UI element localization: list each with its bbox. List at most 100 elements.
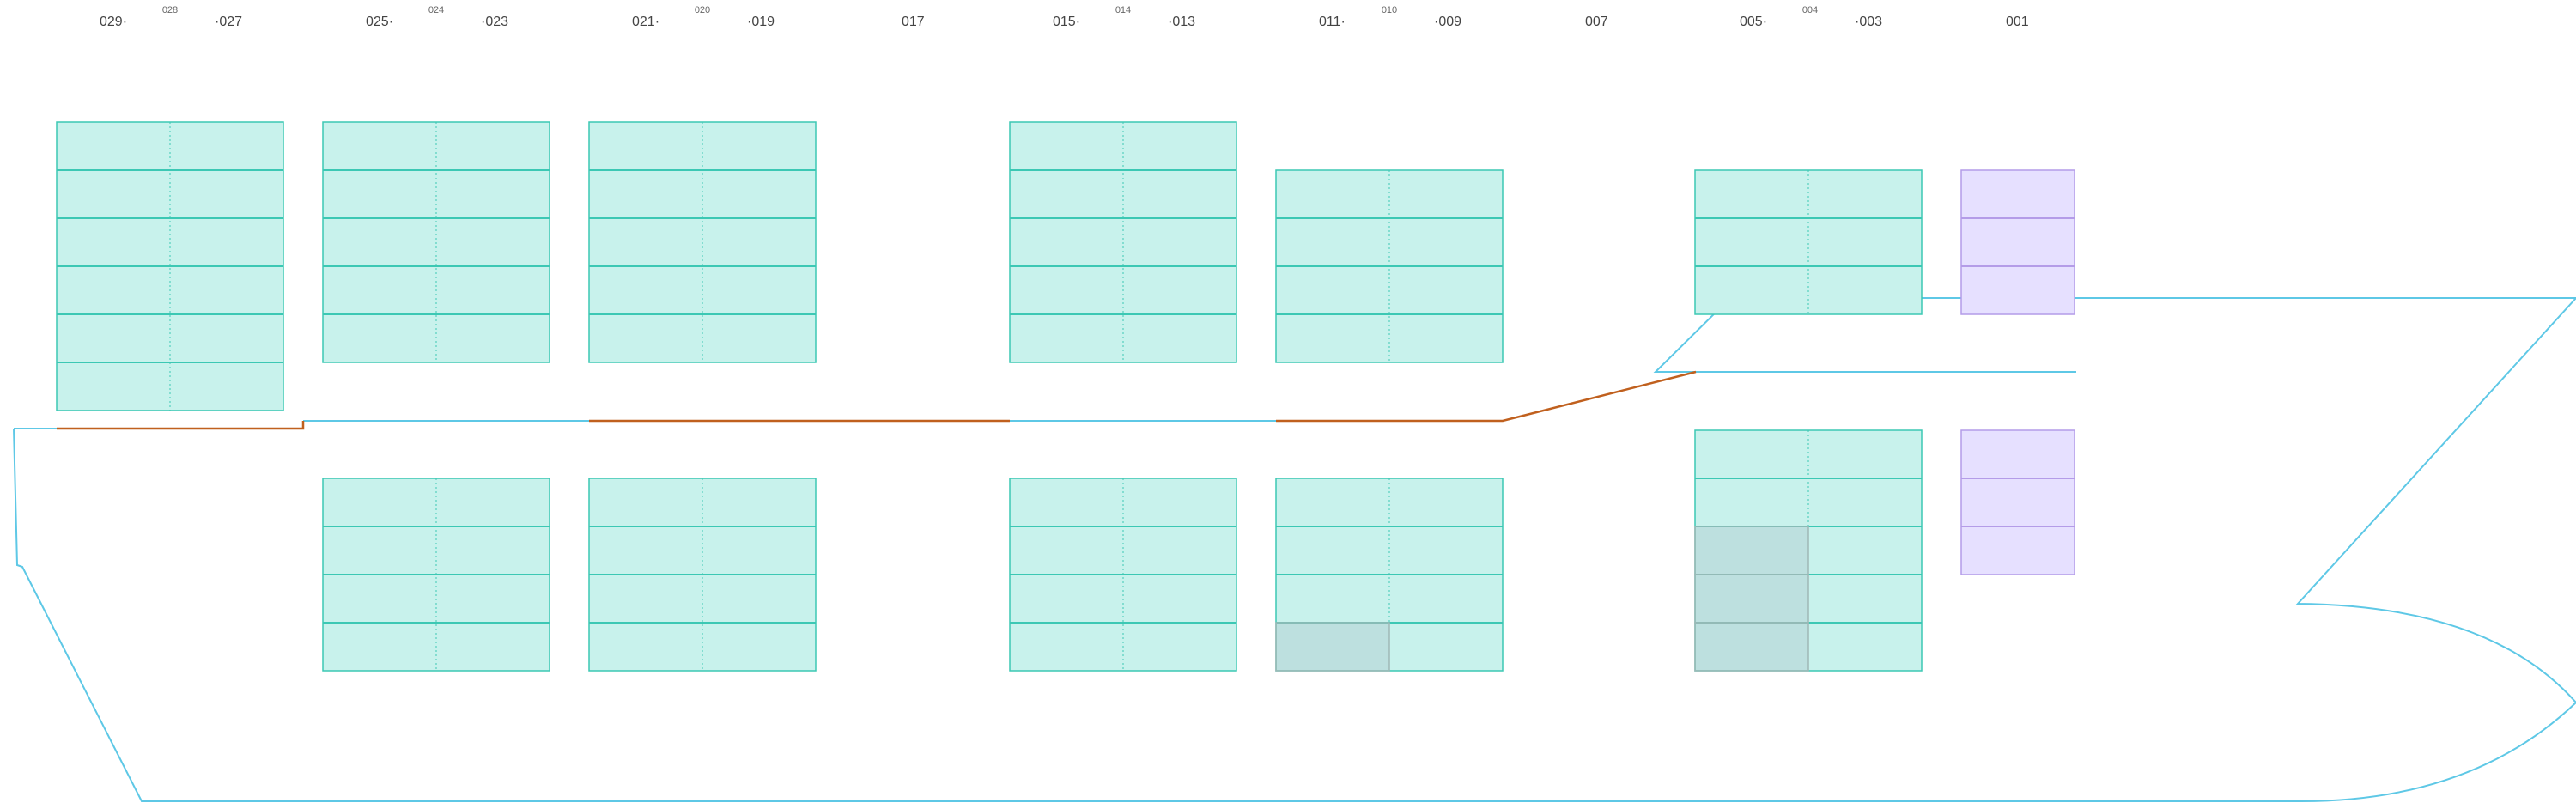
container-slot[interactable] xyxy=(702,478,816,526)
container-slot[interactable] xyxy=(589,266,702,314)
container-slot[interactable] xyxy=(1123,314,1236,362)
container-slot[interactable] xyxy=(1276,218,1389,266)
container-slot[interactable] xyxy=(1123,526,1236,575)
container-slot[interactable] xyxy=(1695,478,1808,526)
container-slot[interactable] xyxy=(57,170,170,218)
container-slot[interactable] xyxy=(1389,575,1503,623)
container-slot[interactable] xyxy=(436,122,550,170)
container-slot[interactable] xyxy=(702,314,816,362)
occupied-slot[interactable] xyxy=(1695,526,1808,575)
container-slot[interactable] xyxy=(1961,266,2075,314)
container-slot[interactable] xyxy=(1010,575,1123,623)
container-slot[interactable] xyxy=(702,623,816,671)
container-slot[interactable] xyxy=(589,170,702,218)
container-slot[interactable] xyxy=(1123,218,1236,266)
container-slot[interactable] xyxy=(436,575,550,623)
container-slot[interactable] xyxy=(1695,266,1808,314)
container-slot[interactable] xyxy=(323,526,436,575)
container-slot[interactable] xyxy=(1808,478,1922,526)
container-slot[interactable] xyxy=(1010,170,1123,218)
container-slot[interactable] xyxy=(170,170,283,218)
container-slot[interactable] xyxy=(436,218,550,266)
container-slot[interactable] xyxy=(436,170,550,218)
container-slot[interactable] xyxy=(57,362,170,411)
container-slot[interactable] xyxy=(1010,122,1123,170)
container-slot[interactable] xyxy=(1695,218,1808,266)
container-slot[interactable] xyxy=(1695,170,1808,218)
container-slot[interactable] xyxy=(1808,430,1922,478)
container-slot[interactable] xyxy=(1010,218,1123,266)
container-slot[interactable] xyxy=(1808,526,1922,575)
container-slot[interactable] xyxy=(57,314,170,362)
container-slot[interactable] xyxy=(1695,430,1808,478)
container-slot[interactable] xyxy=(1123,478,1236,526)
container-slot[interactable] xyxy=(1123,623,1236,671)
container-slot[interactable] xyxy=(323,623,436,671)
container-slot[interactable] xyxy=(323,218,436,266)
container-slot[interactable] xyxy=(323,122,436,170)
container-slot[interactable] xyxy=(1389,478,1503,526)
container-slot[interactable] xyxy=(323,478,436,526)
container-slot[interactable] xyxy=(170,314,283,362)
container-slot[interactable] xyxy=(1808,170,1922,218)
container-slot[interactable] xyxy=(323,314,436,362)
container-slot[interactable] xyxy=(323,575,436,623)
container-slot[interactable] xyxy=(1123,122,1236,170)
container-slot[interactable] xyxy=(1010,478,1123,526)
container-slot[interactable] xyxy=(589,314,702,362)
container-slot[interactable] xyxy=(1123,170,1236,218)
container-slot[interactable] xyxy=(1389,623,1503,671)
container-slot[interactable] xyxy=(1010,623,1123,671)
container-slot[interactable] xyxy=(170,122,283,170)
container-slot[interactable] xyxy=(436,623,550,671)
container-slot[interactable] xyxy=(1389,526,1503,575)
occupied-slot[interactable] xyxy=(1276,623,1389,671)
container-slot[interactable] xyxy=(1808,623,1922,671)
container-slot[interactable] xyxy=(1010,314,1123,362)
container-slot[interactable] xyxy=(436,266,550,314)
container-slot[interactable] xyxy=(1123,266,1236,314)
container-slot[interactable] xyxy=(57,266,170,314)
container-slot[interactable] xyxy=(1961,478,2075,526)
container-slot[interactable] xyxy=(1961,526,2075,575)
container-slot[interactable] xyxy=(1808,218,1922,266)
container-slot[interactable] xyxy=(589,122,702,170)
container-slot[interactable] xyxy=(323,266,436,314)
container-slot[interactable] xyxy=(1276,526,1389,575)
container-slot[interactable] xyxy=(1808,266,1922,314)
container-slot[interactable] xyxy=(1389,218,1503,266)
container-slot[interactable] xyxy=(436,314,550,362)
container-slot[interactable] xyxy=(436,478,550,526)
container-slot[interactable] xyxy=(170,218,283,266)
container-slot[interactable] xyxy=(1389,170,1503,218)
container-slot[interactable] xyxy=(1389,266,1503,314)
container-slot[interactable] xyxy=(702,122,816,170)
occupied-slot[interactable] xyxy=(1695,575,1808,623)
occupied-slot[interactable] xyxy=(1695,623,1808,671)
container-slot[interactable] xyxy=(170,362,283,411)
container-slot[interactable] xyxy=(1808,575,1922,623)
container-slot[interactable] xyxy=(589,478,702,526)
container-slot[interactable] xyxy=(702,526,816,575)
container-slot[interactable] xyxy=(1961,430,2075,478)
container-slot[interactable] xyxy=(1389,314,1503,362)
container-slot[interactable] xyxy=(1961,170,2075,218)
container-slot[interactable] xyxy=(57,218,170,266)
container-slot[interactable] xyxy=(1961,218,2075,266)
container-slot[interactable] xyxy=(1276,266,1389,314)
container-slot[interactable] xyxy=(170,266,283,314)
container-slot[interactable] xyxy=(1276,575,1389,623)
container-slot[interactable] xyxy=(1123,575,1236,623)
container-slot[interactable] xyxy=(702,218,816,266)
container-slot[interactable] xyxy=(702,575,816,623)
container-slot[interactable] xyxy=(1276,170,1389,218)
container-slot[interactable] xyxy=(589,218,702,266)
container-slot[interactable] xyxy=(1010,526,1123,575)
container-slot[interactable] xyxy=(1276,478,1389,526)
container-slot[interactable] xyxy=(323,170,436,218)
container-slot[interactable] xyxy=(589,623,702,671)
container-slot[interactable] xyxy=(702,266,816,314)
container-slot[interactable] xyxy=(702,170,816,218)
container-slot[interactable] xyxy=(589,526,702,575)
container-slot[interactable] xyxy=(57,122,170,170)
